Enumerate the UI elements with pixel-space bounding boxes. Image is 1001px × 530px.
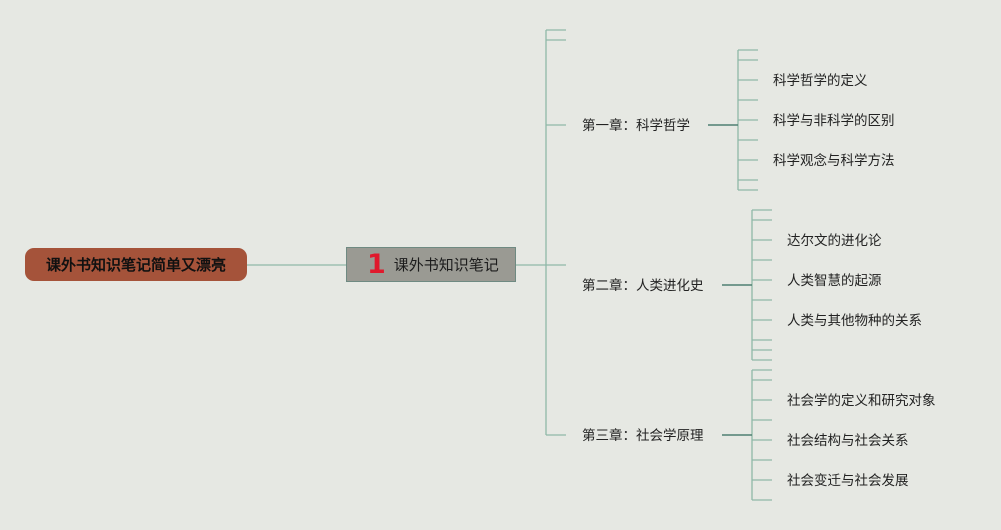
chapter-1-item-1[interactable]: 科学哲学的定义 (773, 73, 868, 89)
chapter-3-item-1[interactable]: 社会学的定义和研究对象 (787, 393, 936, 409)
central-topic[interactable]: 1 课外书知识笔记 (346, 247, 516, 282)
chapter-3-topic[interactable]: 第三章：社会学原理 (582, 428, 704, 444)
root-topic[interactable]: 课外书知识笔记简单又漂亮 (25, 248, 247, 281)
chapter-1-item-3[interactable]: 科学观念与科学方法 (773, 153, 895, 169)
chapter-3-item-3[interactable]: 社会变迁与社会发展 (787, 473, 909, 489)
chapter-1-topic[interactable]: 第一章：科学哲学 (582, 118, 690, 134)
chapter-2-item-3[interactable]: 人类与其他物种的关系 (787, 313, 922, 329)
chapter-3-item-2[interactable]: 社会结构与社会关系 (787, 433, 909, 449)
chapter-2-item-1[interactable]: 达尔文的进化论 (787, 233, 882, 249)
chapter-2-item-2[interactable]: 人类智慧的起源 (787, 273, 882, 289)
central-topic-label: 课外书知识笔记 (393, 256, 499, 274)
chapter-2-topic[interactable]: 第二章：人类进化史 (582, 278, 704, 294)
topic-number-badge: 1 (367, 249, 386, 280)
chapter-1-item-2[interactable]: 科学与非科学的区别 (773, 113, 895, 129)
root-topic-label: 课外书知识笔记简单又漂亮 (45, 256, 226, 274)
